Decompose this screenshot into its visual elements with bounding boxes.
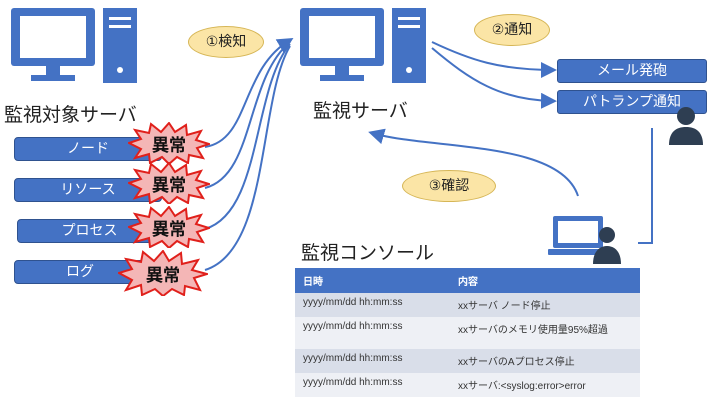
- target-item-label: リソース: [60, 182, 116, 198]
- table-cell: yyyy/mm/dd hh:mm:ss: [295, 373, 450, 397]
- notify-mail-box[interactable]: メール発砲: [557, 59, 707, 83]
- target-item-label: ノード: [67, 141, 109, 157]
- laptop-icon: [548, 216, 608, 255]
- person-icon: [593, 227, 621, 264]
- notify-lamp-label: パトランプ通知: [583, 94, 681, 110]
- alert-text: 異常: [152, 175, 186, 196]
- desktop-computer-icon: [11, 8, 137, 83]
- step-notify-label: ②通知: [474, 14, 550, 46]
- operator-link-line: [638, 128, 653, 244]
- table-cell: xxサーバ:<syslog:error>error: [450, 373, 640, 397]
- notify-arrow-mail: [431, 41, 557, 78]
- alert-text: 異常: [152, 135, 186, 156]
- table-cell: yyyy/mm/dd hh:mm:ss: [295, 293, 450, 317]
- person-icon: [669, 107, 703, 145]
- table-row[interactable]: yyyy/mm/dd hh:mm:ss xxサーバ:<syslog:error>…: [295, 373, 640, 397]
- server-tower-icon: [392, 8, 426, 83]
- table-row[interactable]: yyyy/mm/dd hh:mm:ss xxサーバのAプロセス停止: [295, 349, 640, 373]
- step-confirm-label: ③確認: [402, 170, 496, 202]
- targets-heading: 監視対象サーバ: [4, 104, 137, 126]
- detect-arrow-process: [204, 43, 291, 230]
- notify-mail-label: メール発砲: [597, 63, 667, 79]
- notify-arrow-lamp: [431, 47, 557, 109]
- console-heading: 監視コンソール: [301, 242, 435, 264]
- step-detect-label: ①検知: [188, 26, 264, 58]
- desktop-computer-icon: [300, 8, 426, 83]
- table-cell: xxサーバのAプロセス停止: [450, 349, 640, 373]
- alert-burst-log: 異常: [116, 249, 211, 298]
- column-header-datetime: 日時: [295, 268, 450, 293]
- table-row[interactable]: yyyy/mm/dd hh:mm:ss xxサーバ ノード停止: [295, 293, 640, 317]
- confirm-arrow: [368, 128, 579, 197]
- server-tower-icon: [103, 8, 137, 83]
- server-heading: 監視サーバ: [313, 100, 408, 122]
- column-header-content: 内容: [450, 268, 640, 293]
- target-item-label: プロセス: [61, 223, 118, 239]
- alert-text: 異常: [152, 219, 186, 240]
- alert-burst-process: 異常: [126, 205, 213, 250]
- table-row[interactable]: yyyy/mm/dd hh:mm:ss xxサーバのメモリ使用量95%超過: [295, 317, 640, 349]
- target-item-label: ログ: [66, 264, 94, 280]
- table-cell: yyyy/mm/dd hh:mm:ss: [295, 317, 450, 349]
- table-cell: xxサーバ ノード停止: [450, 293, 640, 317]
- alert-text: 異常: [146, 265, 180, 286]
- detect-arrow-node: [204, 37, 294, 148]
- table-cell: yyyy/mm/dd hh:mm:ss: [295, 349, 450, 373]
- alert-burst-node: 異常: [126, 121, 213, 166]
- alert-burst-resource: 異常: [126, 161, 213, 206]
- detect-arrow-resource: [204, 41, 291, 189]
- table-cell: xxサーバのメモリ使用量95%超過: [450, 317, 640, 349]
- console-table: 日時 内容 yyyy/mm/dd hh:mm:ss xxサーバ ノード停止 yy…: [295, 268, 640, 397]
- detect-arrow-log: [204, 45, 291, 271]
